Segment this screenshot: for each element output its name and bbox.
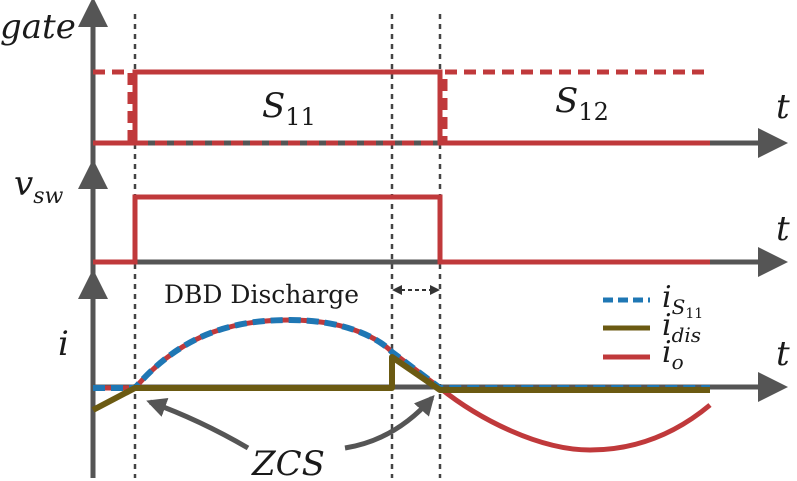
legend-label-io: io [662,335,684,374]
legend-label-io-sub: o [672,350,684,374]
gate-signals [93,69,710,146]
s12-label: S12 [555,81,609,126]
legend-label-idis: idis [662,308,701,347]
legend-label-idis-sub: dis [672,323,701,347]
zcs-arrow-left [146,398,250,451]
vsw-axis-subscript: sw [33,184,63,209]
idis-waveform [91,354,710,413]
s11-label-subscript: 11 [285,103,316,131]
legend-label-is11-sub: S [672,295,686,319]
t-label-i: t [776,334,790,374]
current-waveforms [91,317,712,453]
legend-label-is11-subsub: 11 [685,306,703,322]
vsw-waveform [93,194,710,265]
gate-axis-label: gate [0,7,76,47]
legend: iS11 idis io [603,280,703,374]
vsw-axis-label: vsw [14,164,64,209]
s12-label-subscript: 12 [578,98,609,126]
t-label-gate: t [776,87,790,127]
gate-s11-waveform [93,69,710,146]
gate-s12-waveform [93,69,710,146]
i-axis-label: i [58,324,69,364]
guide-lines [133,14,442,478]
legend-label-is11: iS11 [662,280,703,322]
t-label-vsw: t [776,209,790,249]
s11-label: S11 [262,86,316,131]
is11-waveform [93,317,710,391]
zcs-arrow-right [344,394,435,451]
zcs-label: ZCS [251,444,325,481]
dbd-discharge-label: DBD Discharge [164,280,359,309]
